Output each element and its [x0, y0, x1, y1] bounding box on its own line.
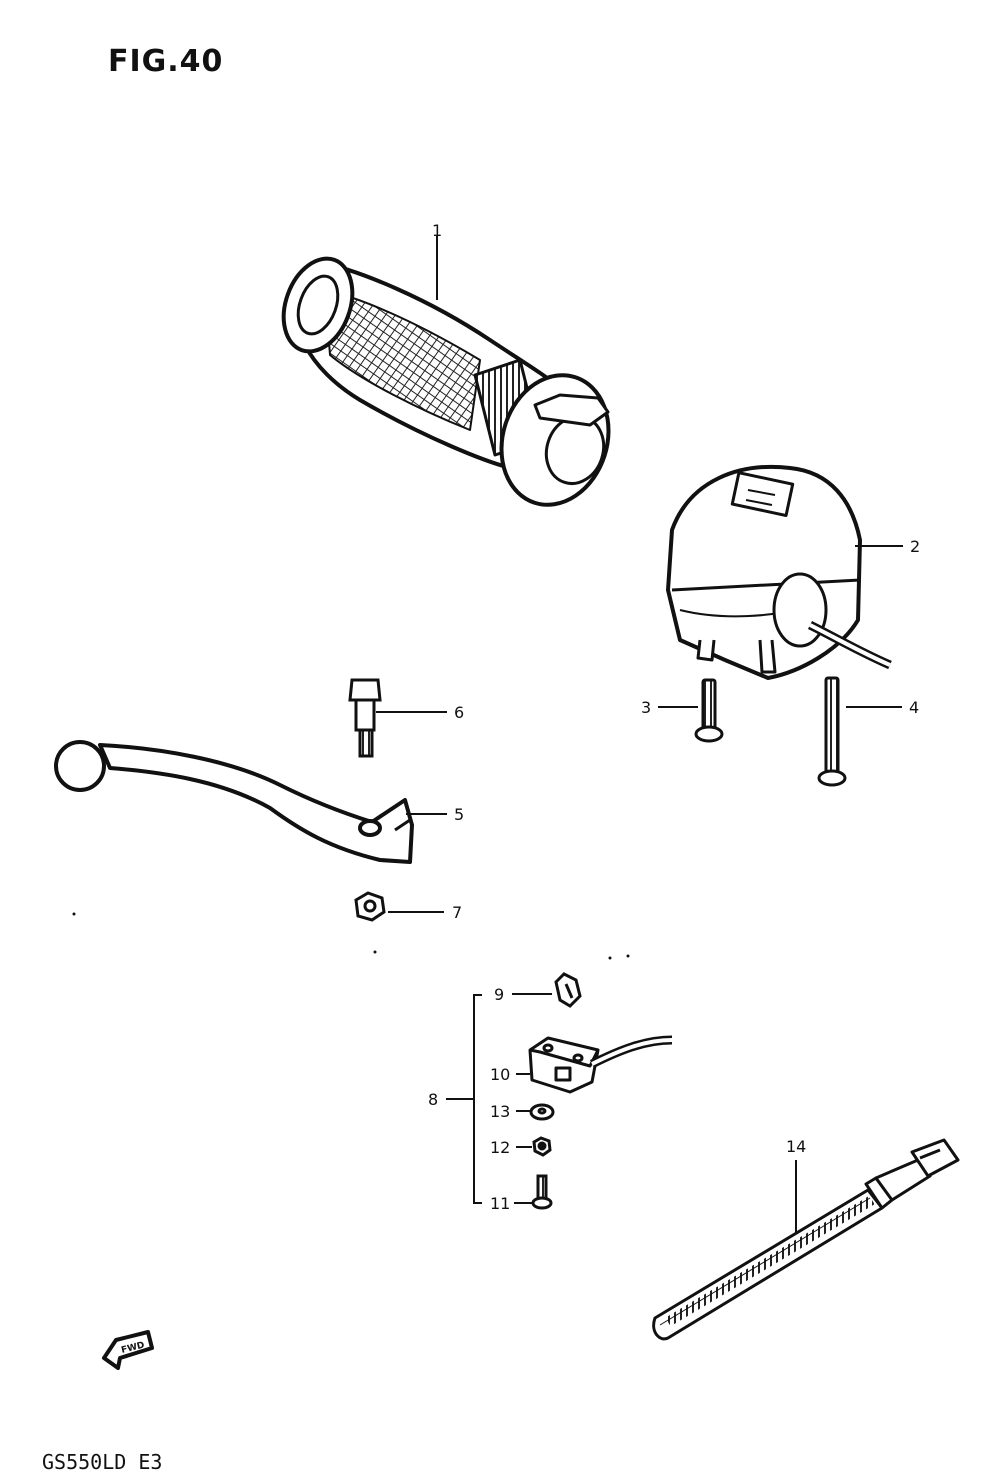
scan-specks [72, 912, 630, 960]
part-4-screw [817, 676, 847, 787]
callout-1: 1 [432, 221, 442, 240]
callout-7: 7 [452, 903, 462, 922]
callout-13: 13 [490, 1102, 510, 1121]
part-7-nut [354, 891, 386, 922]
part-12-nut [532, 1136, 552, 1157]
model-code: GS550LD E3 [42, 1450, 163, 1474]
part-10-switch [528, 1035, 673, 1094]
part-1-grip [281, 256, 611, 507]
part-14-cable-tie [652, 1138, 960, 1341]
part-9-clip [554, 972, 582, 1008]
part-6-bolt [348, 678, 382, 758]
callout-9: 9 [494, 985, 504, 1004]
part-11-screw [531, 1174, 553, 1210]
callout-3: 3 [641, 698, 651, 717]
part-13-washer [529, 1103, 555, 1121]
callout-5: 5 [454, 805, 464, 824]
callout-8: 8 [428, 1090, 438, 1109]
callout-4: 4 [909, 698, 919, 717]
part-2-switch-housing [666, 464, 892, 680]
part-5-lever [54, 740, 414, 864]
assembly-bracket [473, 994, 482, 1204]
callout-2: 2 [910, 537, 920, 556]
part-3-screw [694, 678, 724, 743]
callout-10: 10 [490, 1065, 510, 1084]
callout-14: 14 [786, 1137, 806, 1156]
callout-6: 6 [454, 703, 464, 722]
callout-11: 11 [490, 1194, 510, 1213]
fwd-arrow-icon: FWD [102, 1330, 154, 1370]
callout-12: 12 [490, 1138, 510, 1157]
figure-title: FIG.40 [108, 44, 224, 79]
